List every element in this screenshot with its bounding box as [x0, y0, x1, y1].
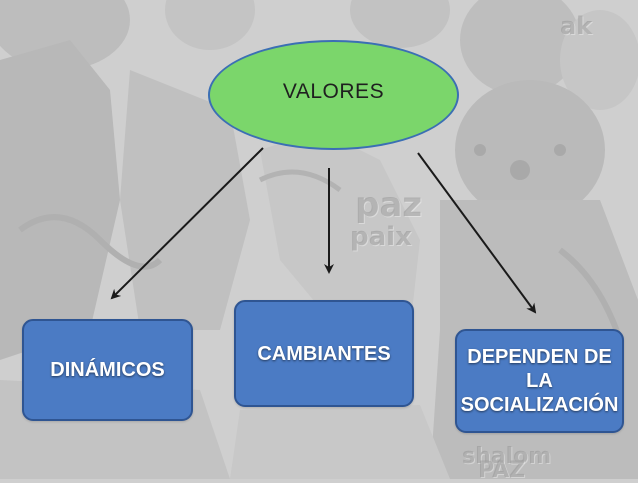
arrow-to-dinamicos [110, 147, 264, 300]
arrow-to-dependen [417, 152, 537, 314]
child-node-dependen-socializacion: DEPENDEN DE LA SOCIALIZACIÓN [455, 329, 624, 433]
child-node-dinamicos: DINÁMICOS [22, 319, 193, 421]
root-node-label: VALORES [282, 80, 385, 103]
root-node-valores: VALORES [208, 40, 459, 150]
child-node-cambiantes: CAMBIANTES [234, 300, 414, 407]
